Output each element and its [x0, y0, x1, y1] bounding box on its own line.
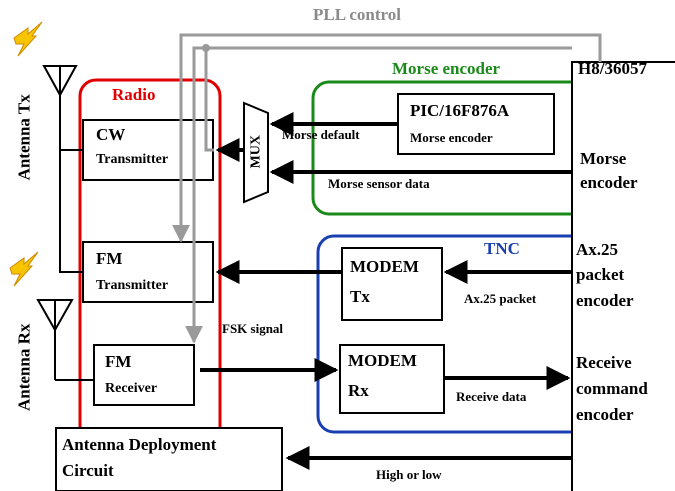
- lightning-tx-icon: [13, 21, 43, 57]
- pic-title: PIC/16F876A: [410, 101, 510, 120]
- cw-transmitter-label: Transmitter: [96, 152, 169, 167]
- h8-receive-line3: encoder: [576, 405, 634, 424]
- h8-ax25-line1: Ax.25: [576, 240, 619, 259]
- h8-title: H8/36057: [578, 59, 647, 78]
- modem-tx-line2: Tx: [350, 287, 370, 306]
- h8-receive-line1: Receive: [576, 353, 632, 372]
- tnc-group-box: [316, 234, 675, 434]
- morse-encoder-title: Morse encoder: [392, 59, 501, 78]
- h8-ax25-line2: packet: [576, 265, 625, 284]
- antenna-tx-label: Antenna Tx: [14, 94, 34, 181]
- morse-default-label: Morse default: [282, 127, 360, 142]
- mux-block: [243, 101, 269, 204]
- lightning-rx-icon: [9, 251, 39, 287]
- h8-block: [571, 61, 675, 491]
- antenna-deployment-box: [55, 427, 283, 491]
- ax25-packet-label: Ax.25 packet: [464, 291, 537, 306]
- morse-encoder-group-box: [311, 80, 675, 216]
- modem-tx-box: [341, 247, 443, 321]
- antenna-deployment-line2: Circuit: [62, 461, 114, 480]
- antenna-rx-icon: [36, 299, 74, 380]
- antenna-tx-to-fm-line: [59, 150, 83, 273]
- antenna-tx-icon: [42, 65, 78, 150]
- modem-rx-box: [339, 344, 445, 414]
- modem-rx-line2: Rx: [348, 381, 369, 400]
- morse-sensor-label: Morse sensor data: [328, 176, 430, 191]
- fm-transmitter-label: Transmitter: [96, 278, 169, 293]
- cw-label: CW: [96, 125, 126, 144]
- h8-morse-line1: Morse: [580, 149, 627, 168]
- antenna-rx-label: Antenna Rx: [14, 323, 34, 412]
- high-or-low-label: High or low: [376, 467, 442, 482]
- fm-transmitter-box: [82, 241, 214, 303]
- fm-rx-label: FM: [105, 352, 132, 371]
- pll-control-label: PLL control: [313, 5, 401, 24]
- mux-label: MUX: [248, 134, 264, 169]
- h8-morse-line2: encoder: [580, 173, 638, 192]
- fm-receiver-box: [93, 344, 195, 406]
- receive-data-label: Receive data: [456, 389, 527, 404]
- pic-subtitle: Morse encoder: [410, 130, 493, 145]
- modem-rx-line1: MODEM: [348, 351, 417, 370]
- h8-ax25-line3: encoder: [576, 291, 634, 310]
- modem-tx-line1: MODEM: [350, 257, 419, 276]
- fm-receiver-label: Receiver: [105, 381, 158, 396]
- fm-tx-label: FM: [96, 249, 123, 268]
- h8-receive-line2: command: [576, 379, 648, 398]
- fsk-signal-label: FSK signal: [222, 321, 284, 336]
- antenna-deployment-line1: Antenna Deployment: [62, 435, 217, 454]
- pll-junction-dot: [202, 44, 210, 52]
- tnc-title: TNC: [484, 239, 520, 258]
- radio-title: Radio: [112, 85, 156, 104]
